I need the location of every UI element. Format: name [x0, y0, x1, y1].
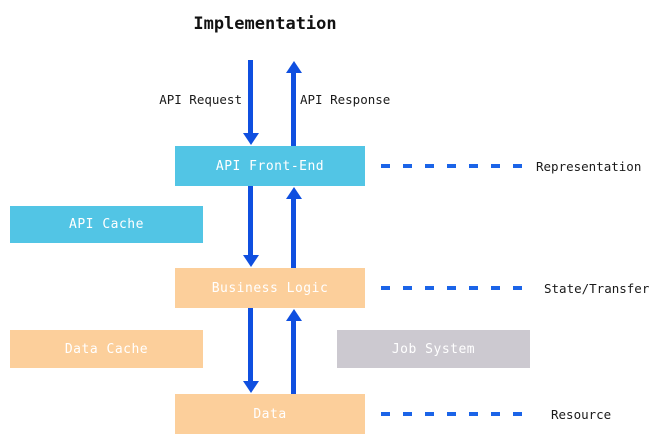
page-title: Implementation [193, 14, 337, 34]
arrow-data-to-business-logic [285, 309, 302, 394]
side-label-representation: Representation [536, 159, 642, 174]
side-label-resource: Resource [551, 407, 612, 422]
node-label-data: Data [253, 406, 287, 422]
dash-connector-resource [381, 412, 522, 416]
node-api-front-end[interactable]: API Front-End [175, 146, 365, 186]
node-label-job-system: Job System [391, 341, 476, 357]
arrow-business-logic-to-front-end [285, 187, 302, 268]
arrow-api-response-up [285, 61, 302, 146]
side-label-state-transfer: State/Transfer [544, 281, 650, 296]
node-label-api-front-end: API Front-End [215, 158, 325, 174]
node-label-business-logic: Business Logic [211, 280, 329, 296]
edge-label-api-response: API Response [300, 92, 391, 107]
node-api-cache[interactable]: API Cache [10, 206, 203, 243]
arrow-front-end-to-business-logic [242, 186, 259, 267]
node-job-system[interactable]: Job System [337, 330, 530, 368]
dash-connector-state-transfer [381, 286, 522, 290]
edge-label-api-request: API Request [159, 92, 242, 107]
arrow-business-logic-to-data [242, 308, 259, 393]
node-label-data-cache: Data Cache [64, 341, 149, 357]
dash-connector-representation [381, 164, 522, 168]
node-data[interactable]: Data [175, 394, 365, 434]
node-label-api-cache: API Cache [69, 217, 144, 232]
arrow-api-request-down [242, 60, 259, 145]
node-data-cache[interactable]: Data Cache [10, 330, 203, 368]
node-business-logic[interactable]: Business Logic [175, 268, 365, 308]
